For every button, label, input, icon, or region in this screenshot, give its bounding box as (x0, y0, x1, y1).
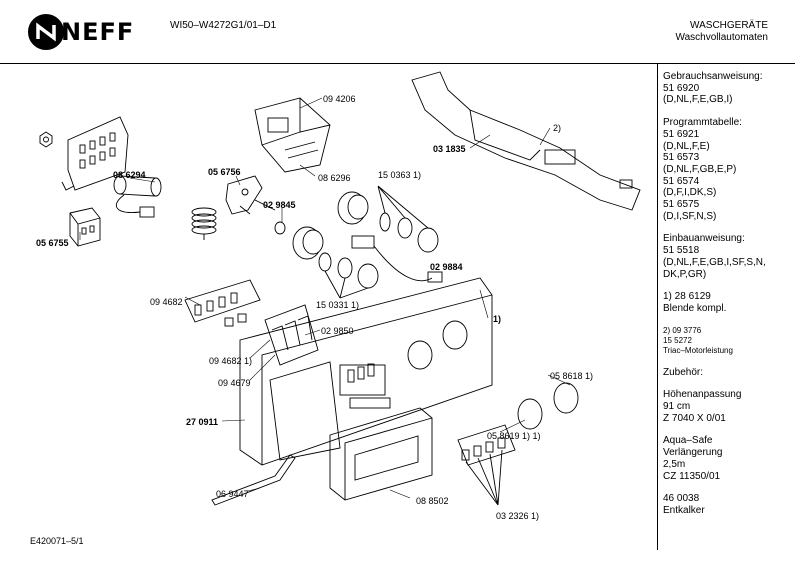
sidebar-line: Aqua–Safe (663, 435, 713, 447)
part-number-label: 05 8618 1) (550, 371, 594, 381)
logo-mark-icon (36, 22, 56, 42)
round-button-1 (517, 398, 543, 430)
sidebar-divider (657, 63, 658, 550)
sidebar-line: 51 5518 (663, 245, 700, 257)
part-number-label: 1) (493, 314, 502, 324)
triac-bracket (411, 71, 641, 211)
part-number-label: 09 4682 1) (209, 356, 253, 366)
sidebar-line: 2) 09 3776 (663, 325, 702, 335)
sidebar-line: (D,I,SF,N,S) (663, 210, 717, 222)
sidebar-group: Programmtabelle:51 6921(D,NL,F,E)51 6573… (663, 117, 793, 222)
round-button-2 (553, 382, 579, 414)
part-number-label: 03 1835 (433, 144, 466, 154)
sidebar-line: Einbauanweisung: (663, 233, 745, 245)
sidebar-line: Blende kompl. (663, 302, 727, 314)
part-number-label: 09 4682 (150, 297, 183, 307)
document-id: E420071–5/1 (30, 536, 84, 546)
part-number-label: 08 8502 (416, 496, 449, 506)
sidebar-line: Triac–Motorleistung (663, 345, 733, 355)
sidebar-line: DK,P,GR) (663, 268, 707, 280)
brand-name: NEFF (61, 18, 135, 46)
part-number-label: 08 6294 (113, 170, 146, 180)
sidebar-line: CZ 11350/01 (663, 470, 721, 482)
nut-part (39, 131, 53, 148)
sidebar-line: 1) 28 6129 (663, 291, 711, 303)
sidebar-line: 46 0038 (663, 493, 700, 505)
sidebar-line: 51 6921 (663, 128, 700, 140)
selector-knob-left (274, 221, 324, 260)
sidebar-line: 2,5m (663, 458, 686, 470)
sidebar-line: 51 6573 (663, 152, 700, 164)
model-number: WI50–W4272G1/01–D1 (170, 20, 277, 31)
sidebar-line: (D,NL,F,E) (663, 140, 710, 152)
sidebar-group: Zubehör: (663, 367, 793, 379)
leader-lines (79, 97, 571, 499)
part-number-label: 2) (553, 123, 562, 133)
part-number-label: 02 9850 (321, 326, 354, 336)
sidebar-line: 15 5272 (663, 335, 692, 345)
detergent-drawer-handle (329, 407, 433, 501)
switch-row (184, 279, 261, 327)
brand-logo: NEFF (28, 14, 133, 52)
part-number-label: 05 8619 1) 1) (487, 431, 541, 441)
filter-capacitor (113, 175, 162, 218)
part-number-label: 06 9447 (216, 489, 249, 499)
sidebar-line: (D,F,I,DK,S) (663, 187, 717, 199)
part-number-label: 15 0363 1) (378, 170, 422, 180)
header-divider (0, 63, 795, 64)
neff-logo-icon (28, 14, 64, 50)
part-number-label: 05 6755 (36, 238, 69, 248)
sidebar-line: 51 6574 (663, 175, 700, 187)
sidebar-line: Zubehör: (663, 366, 704, 378)
category-subtitle: Waschvollautomaten (675, 32, 768, 43)
sidebar-group: 1) 28 6129 Blende kompl. (663, 291, 793, 314)
knob-set-lower (318, 252, 379, 299)
sidebar-line: Gebrauchsanweisung: (663, 71, 763, 82)
mounting-plate (61, 116, 129, 191)
sidebar-group: Gebrauchsanweisung:51 6920(D,NL,F,E,GB,I… (663, 71, 793, 106)
sidebar-line: Programmtabelle: (663, 117, 742, 129)
hose-clip (211, 454, 296, 506)
key-caps (457, 424, 516, 506)
suppressor-block (69, 207, 101, 247)
selector-knob-large (337, 191, 369, 225)
part-number-label: 02 9884 (430, 262, 463, 272)
part-number-label: 15 0331 1) (316, 300, 360, 310)
part-number-label: 02 9845 (263, 200, 296, 210)
knob-set-upper (377, 185, 439, 253)
part-number-label: 27 0911 (186, 417, 219, 427)
connector-plug (351, 235, 443, 283)
category-title: WASCHGERÄTE (690, 20, 768, 31)
sidebar-line: Verlängerung (663, 447, 723, 459)
sidebar-line: Entkalker (663, 504, 705, 516)
sidebar-line: Z 7040 X 0/01 (663, 412, 726, 424)
part-number-label: 05 6756 (208, 167, 241, 177)
door-lock-switch (225, 175, 276, 215)
sidebar-line: 91 cm (663, 401, 691, 413)
sidebar-line: Höhenanpassung (663, 389, 742, 401)
part-number-label: 09 4679 (218, 378, 251, 388)
part-number-label: 08 6296 (318, 173, 351, 183)
sidebar-line: (D,NL,F,GB,E,P) (663, 163, 737, 175)
sidebar-line: (D,NL,F,E,GB,I) (663, 94, 733, 106)
part-number-label: 09 4206 (323, 94, 356, 104)
sidebar-line: 51 6575 (663, 199, 700, 211)
control-panel-fascia (239, 277, 493, 466)
program-module (254, 97, 331, 173)
coil-spring (191, 207, 217, 240)
sidebar-info: Gebrauchsanweisung:51 6920(D,NL,F,E,GB,I… (663, 71, 793, 528)
sidebar-group: 2) 09 3776 15 5272 Triac–Motorleistung (663, 326, 793, 356)
push-button-block (264, 304, 319, 366)
sidebar-group: Einbauanweisung:51 5518(D,NL,F,E,GB,I,SF… (663, 233, 793, 280)
sidebar-line: (D,NL,F,E,GB,I,SF,S,N, (663, 256, 766, 268)
part-number-label: 03 2326 1) (496, 511, 540, 521)
sidebar-line: 51 6920 (663, 82, 700, 94)
